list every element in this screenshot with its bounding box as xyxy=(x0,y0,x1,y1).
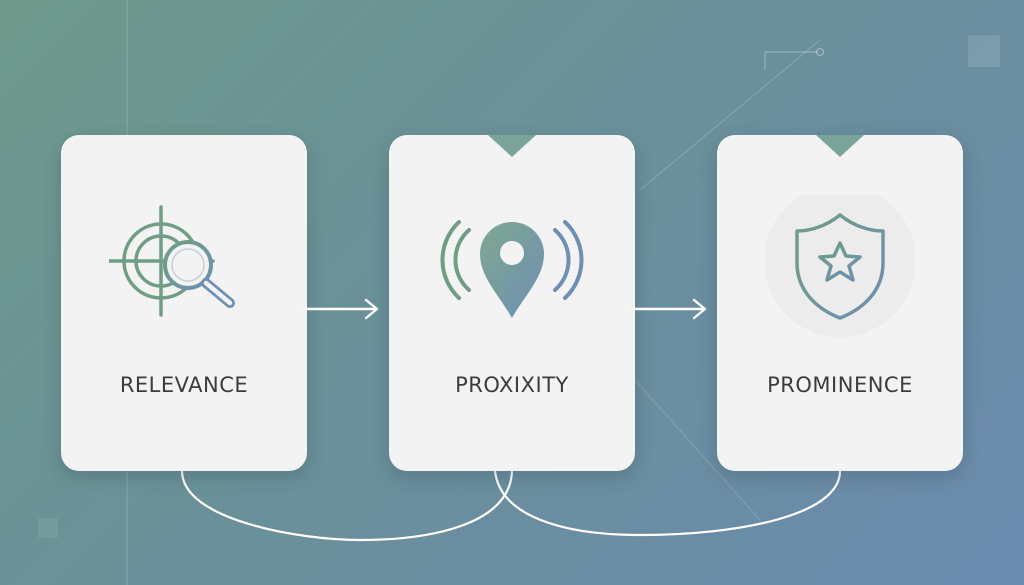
step-card-proxixity: PROXIXITY xyxy=(389,135,635,471)
step-card-prominence: PROMINENCE xyxy=(717,135,963,471)
shield-star-icon xyxy=(765,195,915,337)
location-pin-signal-icon xyxy=(440,220,584,318)
step-label: PROXIXITY xyxy=(455,373,569,397)
arrow-right-icon xyxy=(630,298,707,320)
card-notch xyxy=(488,135,536,157)
step-label: PROMINENCE xyxy=(767,373,913,397)
step-card-relevance: RELEVANCE xyxy=(61,135,307,471)
target-magnifier-icon xyxy=(109,205,235,317)
step-label: RELEVANCE xyxy=(119,373,249,397)
card-notch xyxy=(816,135,864,157)
arrow-right-icon xyxy=(302,298,379,320)
